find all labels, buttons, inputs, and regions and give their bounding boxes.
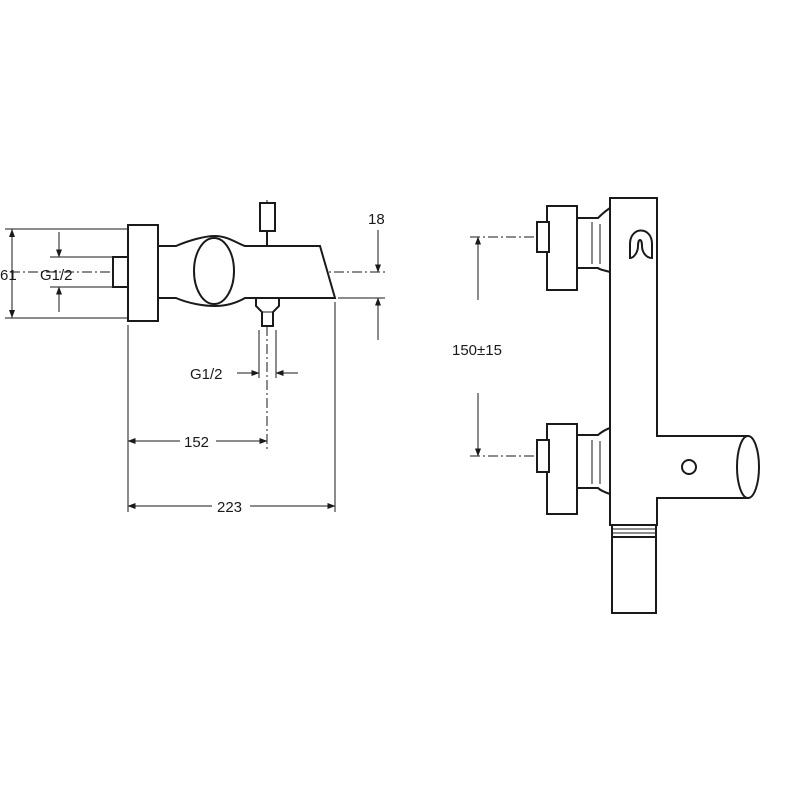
upper-connector: [576, 206, 611, 274]
dim-outlet-thread-label: G1/2: [190, 366, 223, 383]
diverter-knob: [259, 202, 276, 232]
dim-outlet-distance-label: 152: [184, 434, 209, 451]
upper-inlet-knob: [546, 205, 578, 291]
diverter-button: [681, 459, 697, 475]
dim-overall-length-label: 223: [217, 499, 242, 516]
shower-hook: [629, 229, 653, 260]
dim-height-total-label: 61: [0, 267, 17, 284]
lower-inlet-knob: [546, 423, 578, 515]
upper-inlet-stub: [536, 221, 550, 253]
mixer-body: [157, 234, 337, 308]
thermostat-drum: [193, 237, 235, 305]
inlet-stub: [112, 256, 130, 288]
dim-inlet-thread-label: G1/2: [40, 267, 73, 284]
dim-outlet-offset-label: 18: [368, 211, 385, 228]
wall-flange: [127, 224, 159, 322]
lower-inlet-stub: [536, 439, 550, 473]
outlet-pipe: [611, 536, 657, 614]
spout-end: [736, 435, 760, 499]
front-view: 150±15: [452, 197, 760, 614]
lower-connector: [576, 426, 611, 496]
dim-inlet-spacing-label: 150±15: [452, 342, 502, 359]
side-view: 61 G1/2 18 G1/2 152 223: [0, 200, 385, 516]
outlet-collar: [611, 524, 657, 538]
